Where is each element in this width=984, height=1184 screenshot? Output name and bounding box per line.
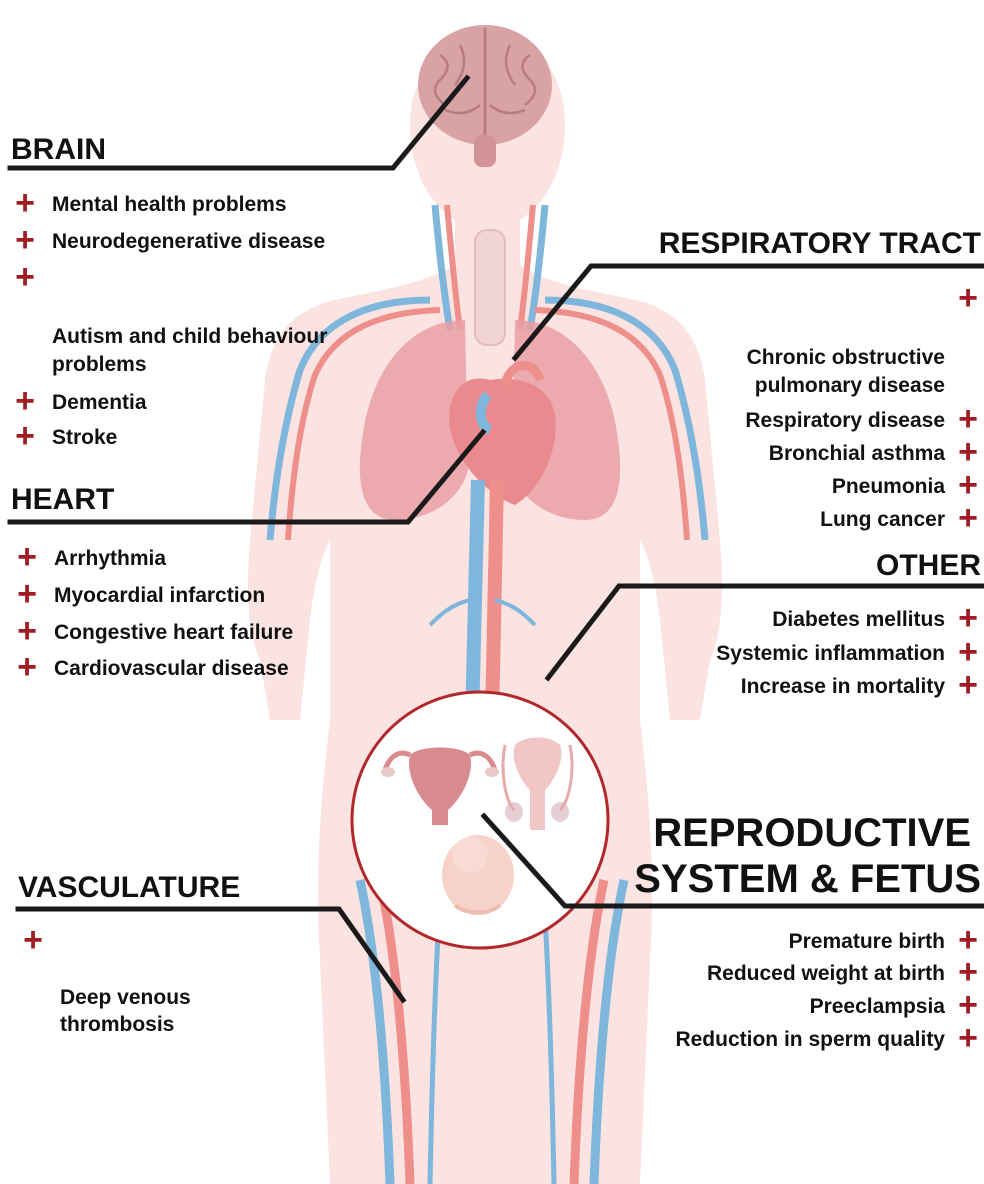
plus-icon: + (20, 930, 46, 953)
list-item: + Mental health problems (12, 193, 327, 216)
plus-icon: + (14, 657, 40, 680)
fetus-illustration (442, 835, 514, 915)
list-item: + Myocardial infarction (14, 584, 293, 607)
plus-icon: + (12, 193, 38, 216)
other-effects-list: + Diabetes mellitus + Systemic inflammat… (716, 608, 981, 698)
plus-icon: + (955, 995, 981, 1018)
list-item: + Bronchial asthma (745, 442, 981, 465)
list-item: + Stroke (12, 426, 327, 449)
respiratory-heading: RESPIRATORY TRACT (659, 229, 981, 259)
heart-effects-list: + Arrhythmia + Myocardial infarction + C… (14, 547, 293, 680)
list-item: + Reduced weight at birth (675, 962, 981, 985)
list-item: + Chronic obstructive pulmonary disease (745, 288, 981, 400)
plus-icon: + (955, 608, 981, 631)
plus-icon: + (955, 442, 981, 465)
list-item: + Lung cancer (745, 508, 981, 531)
reproductive-heading-line2: SYSTEM & FETUS (634, 856, 981, 902)
respiratory-effects-list: + Chronic obstructive pulmonary disease … (745, 288, 981, 531)
list-item: + Preeclampsia (675, 995, 981, 1018)
plus-icon: + (955, 508, 981, 531)
plus-icon: + (14, 547, 40, 570)
plus-icon: + (12, 391, 38, 414)
reproductive-heading-line1: REPRODUCTIVE (634, 810, 981, 856)
list-item: + Increase in mortality (716, 675, 981, 698)
plus-icon: + (12, 230, 38, 253)
list-item: + Premature birth (675, 930, 981, 953)
list-item: + Congestive heart failure (14, 621, 293, 644)
plus-icon: + (955, 288, 981, 311)
list-item: + Systemic inflammation (716, 642, 981, 665)
reproductive-circle (352, 692, 608, 948)
plus-icon: + (955, 642, 981, 665)
plus-icon: + (955, 675, 981, 698)
list-item: + Dementia (12, 391, 327, 414)
heart-heading: HEART (11, 485, 114, 515)
list-item: + Neurodegenerative disease (12, 230, 327, 253)
list-item: + Reduction in sperm quality (675, 1028, 981, 1051)
list-item: + Arrhythmia (14, 547, 293, 570)
plus-icon: + (14, 621, 40, 644)
list-item: + Respiratory disease (745, 409, 981, 432)
brain-effects-list: + Mental health problems + Neurodegenera… (12, 193, 327, 449)
list-item: + Pneumonia (745, 475, 981, 498)
plus-icon: + (955, 962, 981, 985)
plus-icon: + (14, 584, 40, 607)
vasculature-heading: VASCULATURE (18, 873, 240, 903)
plus-icon: + (12, 426, 38, 449)
plus-icon: + (955, 475, 981, 498)
brain-heading: BRAIN (11, 135, 106, 165)
plus-icon: + (12, 267, 38, 290)
plus-icon: + (955, 930, 981, 953)
list-item: + Diabetes mellitus (716, 608, 981, 631)
vasculature-effects-list: + Deep venous thrombosis (20, 930, 191, 1038)
reproductive-effects-list: + Premature birth + Reduced weight at bi… (675, 930, 981, 1051)
plus-icon: + (955, 1028, 981, 1051)
list-item: + Autism and child behaviour problems (12, 267, 327, 379)
list-item: + Cardiovascular disease (14, 657, 293, 680)
other-heading: OTHER (876, 551, 981, 581)
list-item: + Deep venous thrombosis (20, 930, 191, 1038)
plus-icon: + (955, 409, 981, 432)
reproductive-heading: REPRODUCTIVE SYSTEM & FETUS (634, 810, 981, 902)
